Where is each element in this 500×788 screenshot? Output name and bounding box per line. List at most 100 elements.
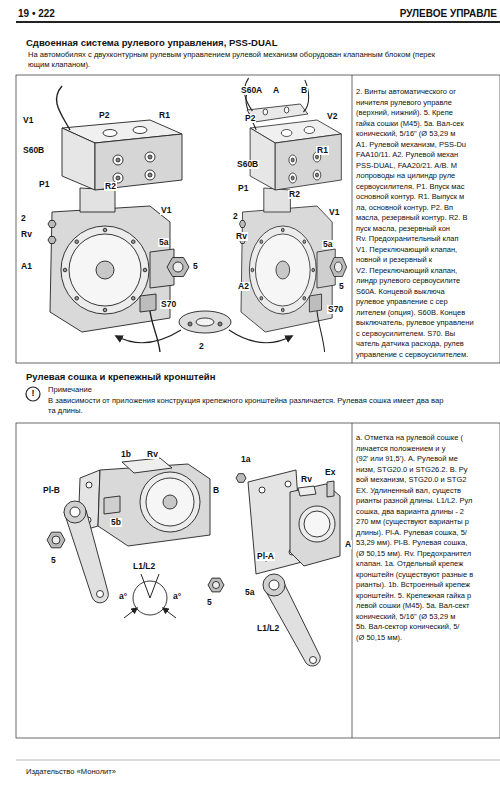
legend-text: 270 мм (существуют варианты р <box>356 518 469 526</box>
cover-bolt <box>260 240 263 244</box>
callout-label: 2 <box>232 212 239 221</box>
extended-shaft <box>327 481 334 497</box>
legend-text: (Ø 50,15 мм). Rv. Предохранител <box>356 550 471 558</box>
legend-text: S60A. Концевой выключа <box>356 288 445 296</box>
housing-cover <box>249 226 316 314</box>
callout-label: 5b <box>110 518 122 527</box>
legend-text: левой сошки (M45). 5a. Вал-сект <box>356 602 470 610</box>
cover-bolt <box>131 240 135 244</box>
limiter-screw <box>218 322 222 326</box>
legend-text: основной контур. R1. Выпуск м <box>356 193 464 201</box>
callout-label: R1 <box>316 146 329 155</box>
flow-sensor <box>140 294 156 312</box>
callout-label: R1 <box>158 111 171 120</box>
callout-label: 2 <box>198 342 205 351</box>
sensor-cable <box>317 311 325 352</box>
cover-bolt <box>131 296 135 300</box>
callout-label: 5 <box>192 262 199 271</box>
callout-label: S60B <box>22 146 45 155</box>
cover-face <box>255 234 310 306</box>
callout-label: 2 <box>20 214 27 223</box>
body-text: Примечание <box>48 386 92 394</box>
oil-port <box>284 107 289 113</box>
bracket-hole <box>86 482 92 488</box>
legend-text: (верхний, нижний). 5. Крепе <box>356 109 453 117</box>
callout-label: S60A <box>240 86 263 95</box>
callout-label: B <box>300 86 308 95</box>
legend-text: с сервоусилителем. S70. Вы <box>356 330 455 338</box>
cover-bolt <box>75 296 79 300</box>
pointer-arrow <box>163 608 176 618</box>
oil-port <box>145 152 155 162</box>
switch-cable <box>57 86 70 130</box>
legend-text: вой механизм, STG20.0 и STG2 <box>356 476 466 484</box>
callout-label: P2 <box>98 111 110 120</box>
legend-text: 5b. Вал-сектор конический, 5/ <box>356 623 459 631</box>
sector-shaft <box>104 496 120 514</box>
valve-neck <box>80 188 115 212</box>
pitman-hub <box>263 574 285 596</box>
header-rule <box>16 21 500 23</box>
callout-label: 1a <box>240 455 251 464</box>
callout-label: Ex <box>324 468 336 477</box>
legend-text: лителем (опция). S60B. Концев <box>356 309 465 317</box>
housing-cover <box>61 226 149 314</box>
callout-label: R2 <box>288 190 301 199</box>
pointer-arrow <box>116 330 181 343</box>
cover-cap <box>96 261 114 279</box>
steering-gear <box>48 86 189 352</box>
callout-label: V2 <box>326 112 338 121</box>
callout-label: 5a <box>322 240 333 249</box>
pitman-nut <box>330 258 347 277</box>
section-frame <box>16 423 500 738</box>
bracket-bolt <box>236 474 246 483</box>
legend-text: EX. Удлиненный вал, существ <box>356 487 461 495</box>
port-bore <box>315 173 318 177</box>
oil-port <box>133 127 147 134</box>
port-bore <box>116 158 120 162</box>
legend-text: (92' или 91,5'). A. Рулевой ме <box>356 455 458 463</box>
cover-bolt <box>303 240 306 244</box>
callout-label: L1/L2 <box>132 562 156 571</box>
pitman-nut <box>208 578 224 592</box>
callout-label: S60B <box>236 160 259 169</box>
body-text: та длины. <box>48 407 83 415</box>
nut-bore <box>52 536 60 544</box>
pointer-arrow <box>124 608 137 618</box>
legend-text: рианты разной длины. L1/L2. Рул <box>356 497 472 505</box>
steering-gear <box>239 78 346 352</box>
legend-text: низм, STG20.0 и STG26.2. B. Ру <box>356 466 468 474</box>
cover-bolt <box>63 268 67 272</box>
cover-bolt <box>281 308 284 312</box>
callout-label: 5 <box>206 598 213 607</box>
oil-port <box>289 155 297 165</box>
legend-text: клапан. 1a. Отдельный крепеж <box>356 560 463 568</box>
legend-text: пуск масла, резервный кон <box>356 225 450 233</box>
legend-text: a. Отметка на рулевой сошке ( <box>356 434 463 442</box>
flow-sensor <box>309 294 321 312</box>
callout-label: a° <box>118 592 128 601</box>
legend-text: управление с сервоусилителем. <box>356 351 468 359</box>
valve-block-front <box>62 128 95 190</box>
pitman-hub <box>64 501 86 523</box>
callout-label: A2 <box>237 282 250 291</box>
callout-label: V1 <box>160 206 172 215</box>
oil-port <box>113 155 123 165</box>
pitman-nut <box>167 258 189 277</box>
legend-text: рианты). 1b. Встроенный крепеж <box>356 581 470 589</box>
cover-face <box>146 478 194 526</box>
section-heading: Сдвоенная система рулевого управления, P… <box>26 38 277 48</box>
sensor-cable <box>150 311 160 352</box>
body-text: На автомобилях с двухконтурным рулевым у… <box>28 51 435 59</box>
legend-text: 2. Винты автоматического ог <box>356 88 456 96</box>
switch-cable <box>303 80 308 112</box>
legend-text: выключатель, рулевое управлени <box>356 319 474 327</box>
callout-label: a° <box>172 592 182 601</box>
callout-label: 5 <box>50 556 57 565</box>
cover-bolt <box>103 228 107 232</box>
callout-label: P1 <box>38 180 50 189</box>
callout-label: 5a <box>244 588 255 597</box>
legend-text: новной и резервный к <box>356 256 432 264</box>
callout-label: Rv <box>146 450 159 459</box>
